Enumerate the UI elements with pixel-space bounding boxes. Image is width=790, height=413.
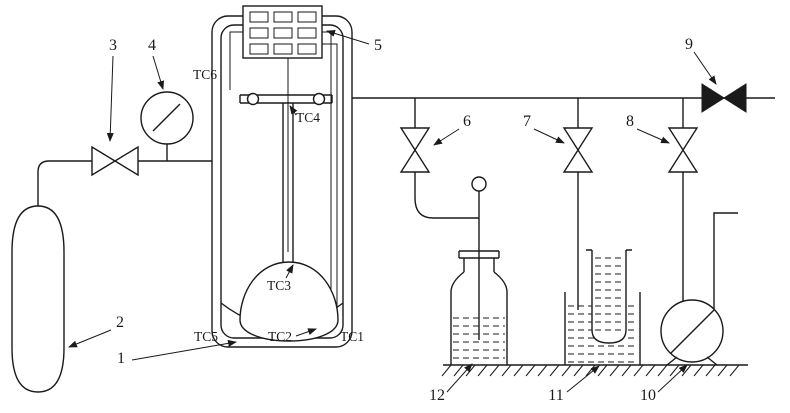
flask-neck <box>282 103 294 263</box>
display-cell <box>297 43 317 55</box>
sensor-tc1-label: TC1 <box>340 329 364 344</box>
callout-12-label: 12 <box>429 387 445 404</box>
display-cell <box>249 27 269 39</box>
valve-body-top <box>667 127 699 152</box>
gauge-dial <box>140 91 194 145</box>
flange-plate <box>239 94 333 104</box>
bottle-body <box>450 271 508 365</box>
cylinder-outlet-pipe <box>37 160 212 206</box>
display-cell <box>297 27 317 39</box>
pump-stand <box>666 356 718 366</box>
sensor-tc5-label: TC5 <box>194 329 218 344</box>
flask-flange <box>239 92 333 106</box>
gauge-needle <box>152 103 181 132</box>
leader-6 <box>433 128 460 146</box>
pump-housing <box>660 299 724 363</box>
manifold-section <box>352 83 775 310</box>
valve-body-bottom <box>399 148 431 173</box>
controller-display-grid <box>249 11 317 55</box>
callout-5-label: 5 <box>374 37 382 54</box>
leader-tc3 <box>285 264 294 279</box>
flask-bulb <box>239 261 339 342</box>
valve-body-bottom <box>667 148 699 173</box>
bath-walls <box>564 292 641 365</box>
callout-6-label: 6 <box>463 113 471 130</box>
leader-tc2 <box>295 328 317 337</box>
controller-box <box>242 5 323 59</box>
sensor-tc3-label: TC3 <box>267 278 291 293</box>
gas-cylinder <box>11 205 65 393</box>
thermocouple-wire-right-a <box>322 31 332 320</box>
pump-outlet-pipe <box>713 212 738 309</box>
callout-9-label: 9 <box>685 36 693 53</box>
display-cell <box>273 27 293 39</box>
flange-bolt-left <box>246 92 260 106</box>
sensor-tc4-label: TC4 <box>296 110 320 125</box>
leader-7 <box>533 128 565 144</box>
callout-10-label: 10 <box>640 387 656 404</box>
sensor-tc2-label: TC2 <box>268 329 292 344</box>
display-cell <box>297 11 317 23</box>
leader-1 <box>131 339 237 361</box>
thermocouple-wire-tc6 <box>229 31 243 90</box>
valve-body-right <box>113 145 139 177</box>
callout-8-label: 8 <box>626 113 634 130</box>
leader-12 <box>446 363 473 393</box>
leader-11 <box>566 365 600 393</box>
sensor-tc6-label: TC6 <box>193 67 217 82</box>
thermocouple-labels: TC6 TC4 TC3 TC5 TC2 TC1 <box>193 67 364 344</box>
display-cell <box>249 43 269 55</box>
callout-1-label: 1 <box>117 350 125 367</box>
valve-body-left <box>91 145 117 177</box>
leader-4 <box>152 55 165 90</box>
leader-9 <box>693 51 717 85</box>
valve-body-right <box>723 83 747 113</box>
thermocouple-wire-right-b <box>322 43 338 320</box>
callout-labels: 3 4 5 9 6 7 8 2 1 12 11 10 <box>109 36 693 404</box>
callout-leaders <box>68 30 717 393</box>
inner-tube-mask <box>592 250 626 343</box>
display-cell <box>249 11 269 23</box>
ground <box>441 364 748 377</box>
shutoff-valve-3 <box>91 145 139 177</box>
valve-body-top <box>399 127 431 152</box>
ground-hatching <box>441 364 740 377</box>
furnace-section <box>211 15 353 348</box>
callout-2-label: 2 <box>116 314 124 331</box>
leader-2 <box>68 329 112 348</box>
pressure-gauge-4 <box>140 91 194 161</box>
flange-bolt-right <box>312 92 326 106</box>
callout-11-label: 11 <box>548 387 563 404</box>
display-cell <box>273 43 293 55</box>
valve-body-left <box>701 83 725 113</box>
temperature-controller-5 <box>242 5 323 59</box>
float-ball <box>471 176 487 192</box>
valve-body-top <box>562 127 594 152</box>
leader-8 <box>636 128 670 144</box>
inner-tube-liquid <box>595 257 623 331</box>
bottle-neck <box>463 258 495 272</box>
inner-tube <box>591 250 627 344</box>
branch-valve-7 <box>562 98 594 310</box>
gas-supply-section <box>11 91 212 393</box>
branch-pipe-lower <box>414 172 479 219</box>
callout-7-label: 7 <box>523 113 531 130</box>
pump-diagonal <box>670 309 715 354</box>
callout-4-label: 4 <box>148 37 156 54</box>
leader-5 <box>326 30 370 45</box>
valve-9 <box>701 83 747 113</box>
leader-3 <box>106 55 114 142</box>
leader-10 <box>657 364 688 393</box>
bath-vessel-11 <box>564 249 641 365</box>
leader-tc4 <box>289 105 298 116</box>
valve-body-bottom <box>562 148 594 173</box>
bubbler-bottle-12 <box>450 176 508 365</box>
pump-10 <box>660 212 738 366</box>
display-cell <box>273 11 293 23</box>
branch-valve-8 <box>667 98 699 301</box>
callout-3-label: 3 <box>109 37 117 54</box>
branch-valve-6 <box>399 98 479 219</box>
